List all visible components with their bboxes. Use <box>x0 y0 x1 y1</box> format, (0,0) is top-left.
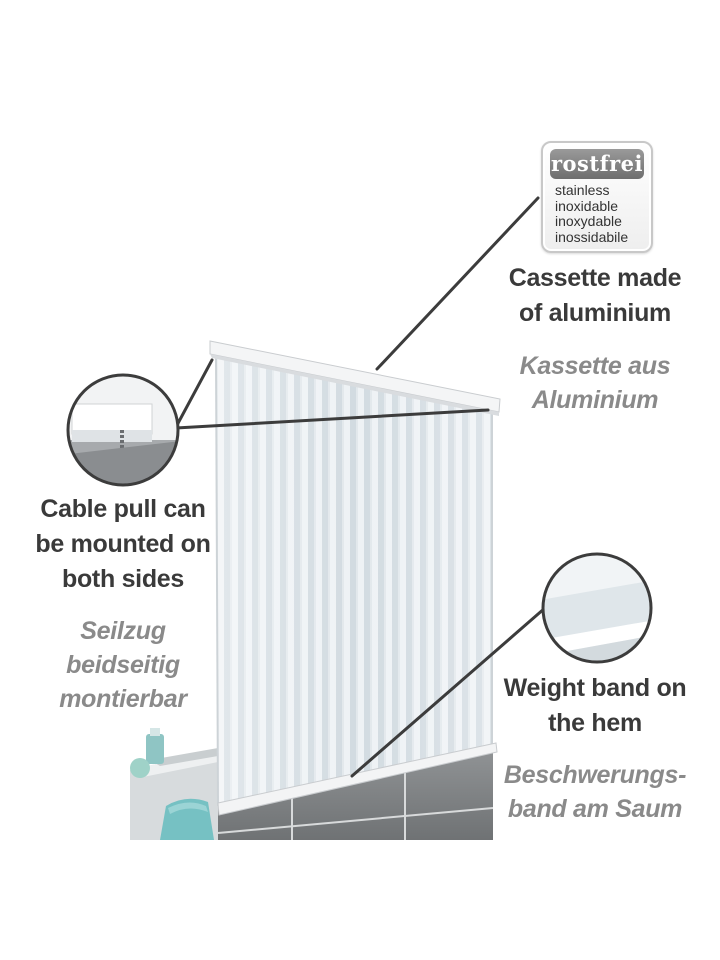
badge-line: stainless <box>555 182 610 198</box>
weight-band-heading-line: Weight band on <box>503 674 687 702</box>
rostfrei-badge: rostfrei stainless inoxidable inoxydable… <box>541 141 653 253</box>
wall-tiles <box>217 753 494 840</box>
cassette-callout: Cassette made of aluminium Kassette aus … <box>490 261 700 417</box>
cable-pull-heading-line: both sides <box>61 565 184 593</box>
badge-line: inossidabile <box>555 228 629 245</box>
cable-pull-heading-line: Cable pull can <box>40 495 206 523</box>
cassette-subheading-line: Kassette aus <box>519 352 671 380</box>
badge-line: inoxydable <box>555 213 622 229</box>
cassette-subheading-line: Aluminium <box>531 386 659 414</box>
badge-line: inoxidable <box>555 197 619 214</box>
badge-lines: stainless inoxidable inoxydable inossida… <box>555 182 651 245</box>
cable-pull-subheading-line: montierbar <box>59 685 187 713</box>
cable-pull-detail <box>66 373 180 487</box>
cable-pull-heading-line: be mounted on <box>35 530 211 558</box>
cable-pull-subheading-line: Seilzug <box>80 617 166 645</box>
shower-curtain <box>215 355 493 807</box>
weight-band-detail <box>541 552 653 664</box>
weight-band-heading-line: the hem <box>548 709 642 737</box>
badge-title: rostfrei <box>550 149 644 179</box>
weight-band-subheading-line: band am Saum <box>507 795 683 823</box>
aluminium-cassette <box>209 340 501 416</box>
cassette-heading-line: of aluminium <box>519 299 671 327</box>
weight-band <box>217 742 498 816</box>
cable-pull-subheading-line: beidseitig <box>66 651 180 679</box>
bath-accessories <box>130 728 214 840</box>
cable-pull-callout: Cable pull can be mounted on both sides … <box>20 492 226 716</box>
leader-lines <box>174 196 547 778</box>
weight-band-subheading-line: Beschwerungs- <box>503 761 687 789</box>
weight-band-callout: Weight band on the hem Beschwerungs- ban… <box>490 671 700 826</box>
cassette-heading-line: Cassette made <box>508 264 682 292</box>
